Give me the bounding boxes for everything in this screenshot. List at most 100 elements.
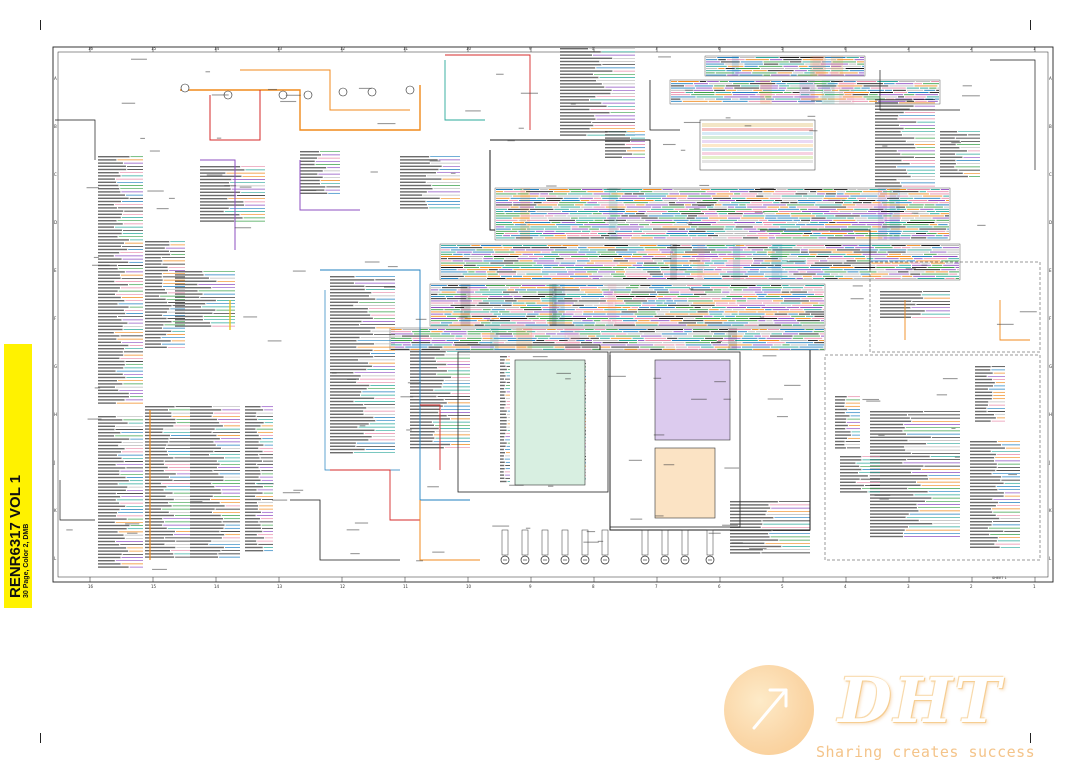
pin-text: [330, 330, 371, 332]
wire-highlight: [697, 244, 705, 280]
pin-text: [940, 159, 956, 162]
pin-text: [245, 492, 263, 494]
label-text: [364, 261, 380, 263]
pin-text: [330, 276, 355, 278]
pin-text: [98, 338, 117, 340]
pin-text: [970, 521, 992, 523]
pin-text: [330, 320, 362, 323]
pin-text: [145, 289, 166, 291]
pin-text: [835, 399, 846, 401]
pin-text: [410, 386, 442, 388]
pin-text: [560, 70, 613, 72]
injector-coil: [500, 555, 510, 565]
pin-text: [98, 544, 120, 546]
pin-text: [145, 498, 174, 501]
pin-text: [835, 412, 845, 414]
pin-text: [98, 496, 121, 498]
row-letter: J: [53, 460, 55, 465]
pin-text: [330, 452, 353, 454]
pin-text: [145, 495, 166, 497]
wire-route: [990, 59, 1036, 170]
label-text: [224, 185, 237, 187]
pin-text: [400, 172, 437, 174]
label-text: [359, 425, 366, 427]
sensor-symbol: [180, 83, 190, 93]
label-text: [384, 286, 396, 288]
pin-text: [190, 511, 212, 513]
connector-pin-block: [560, 48, 635, 136]
wire-highlight: [889, 188, 900, 240]
pin-text: [400, 191, 427, 193]
pin-text: [145, 346, 167, 348]
column-number: 15: [151, 46, 157, 51]
pin-text: [730, 501, 778, 503]
pin-text: [330, 397, 375, 399]
pin-text: [330, 400, 354, 403]
pin-text: [200, 188, 231, 190]
pin-text: [400, 165, 442, 167]
pin-text: [98, 518, 127, 520]
harness-busbars: [389, 55, 961, 351]
pin-text: [245, 476, 259, 478]
pin-text: [190, 495, 213, 497]
pin-text: [175, 306, 202, 308]
label-text: [239, 186, 252, 188]
pin-text: [245, 518, 261, 520]
connector-pin-block: [145, 241, 185, 348]
pin-text: [870, 519, 919, 522]
pin-text: [560, 83, 602, 85]
pin-text: [145, 285, 163, 288]
pin-text: [410, 427, 439, 430]
pin-text: [190, 463, 220, 465]
pin-text: [145, 406, 175, 408]
pin-text: [98, 328, 123, 331]
injector-body: [501, 529, 509, 556]
pin-text: [145, 556, 175, 558]
pin-text: [245, 534, 257, 536]
pin-text: [145, 412, 172, 414]
pin-text: [98, 524, 130, 527]
pin-text: [98, 521, 115, 523]
label-text: [548, 485, 554, 487]
label-text: [658, 56, 671, 58]
pin-text: [870, 439, 908, 442]
connector-pin-block: [330, 276, 395, 454]
column-number: 12: [340, 46, 346, 51]
pin-text: [730, 526, 761, 528]
pin-text: [975, 382, 995, 384]
pin-text: [190, 425, 223, 427]
pin-text: [245, 546, 263, 549]
pin-text: [245, 428, 256, 430]
pin-text: [400, 207, 429, 209]
pin-text: [245, 514, 256, 517]
pin-text: [200, 191, 241, 193]
label-text: [754, 211, 765, 213]
pin-text: [98, 467, 126, 469]
pin-text: [875, 118, 898, 120]
pin-text: [975, 372, 993, 374]
pin-text: [500, 458, 504, 460]
label-text: [684, 89, 694, 91]
label-text: [653, 434, 665, 436]
pin-text: [98, 396, 129, 398]
injector-body: [521, 529, 529, 556]
column-number: 10: [466, 46, 472, 51]
wire-highlight: [731, 56, 739, 76]
wire-route: [489, 150, 495, 231]
pin-text: [98, 287, 120, 289]
pin-text: [400, 184, 432, 187]
pin-text: [410, 437, 435, 439]
wire-highlight: [564, 328, 580, 350]
pin-text: [835, 408, 848, 411]
pin-text: [870, 491, 928, 493]
pin-text: [410, 383, 443, 385]
pin-text: [870, 462, 903, 464]
label-text: [921, 264, 928, 266]
pin-text: [98, 223, 123, 225]
pin-text: [605, 156, 622, 158]
pin-text: [98, 505, 126, 507]
pin-text: [98, 306, 129, 308]
injector-symbol: [520, 529, 530, 565]
pin-text: [300, 183, 321, 185]
